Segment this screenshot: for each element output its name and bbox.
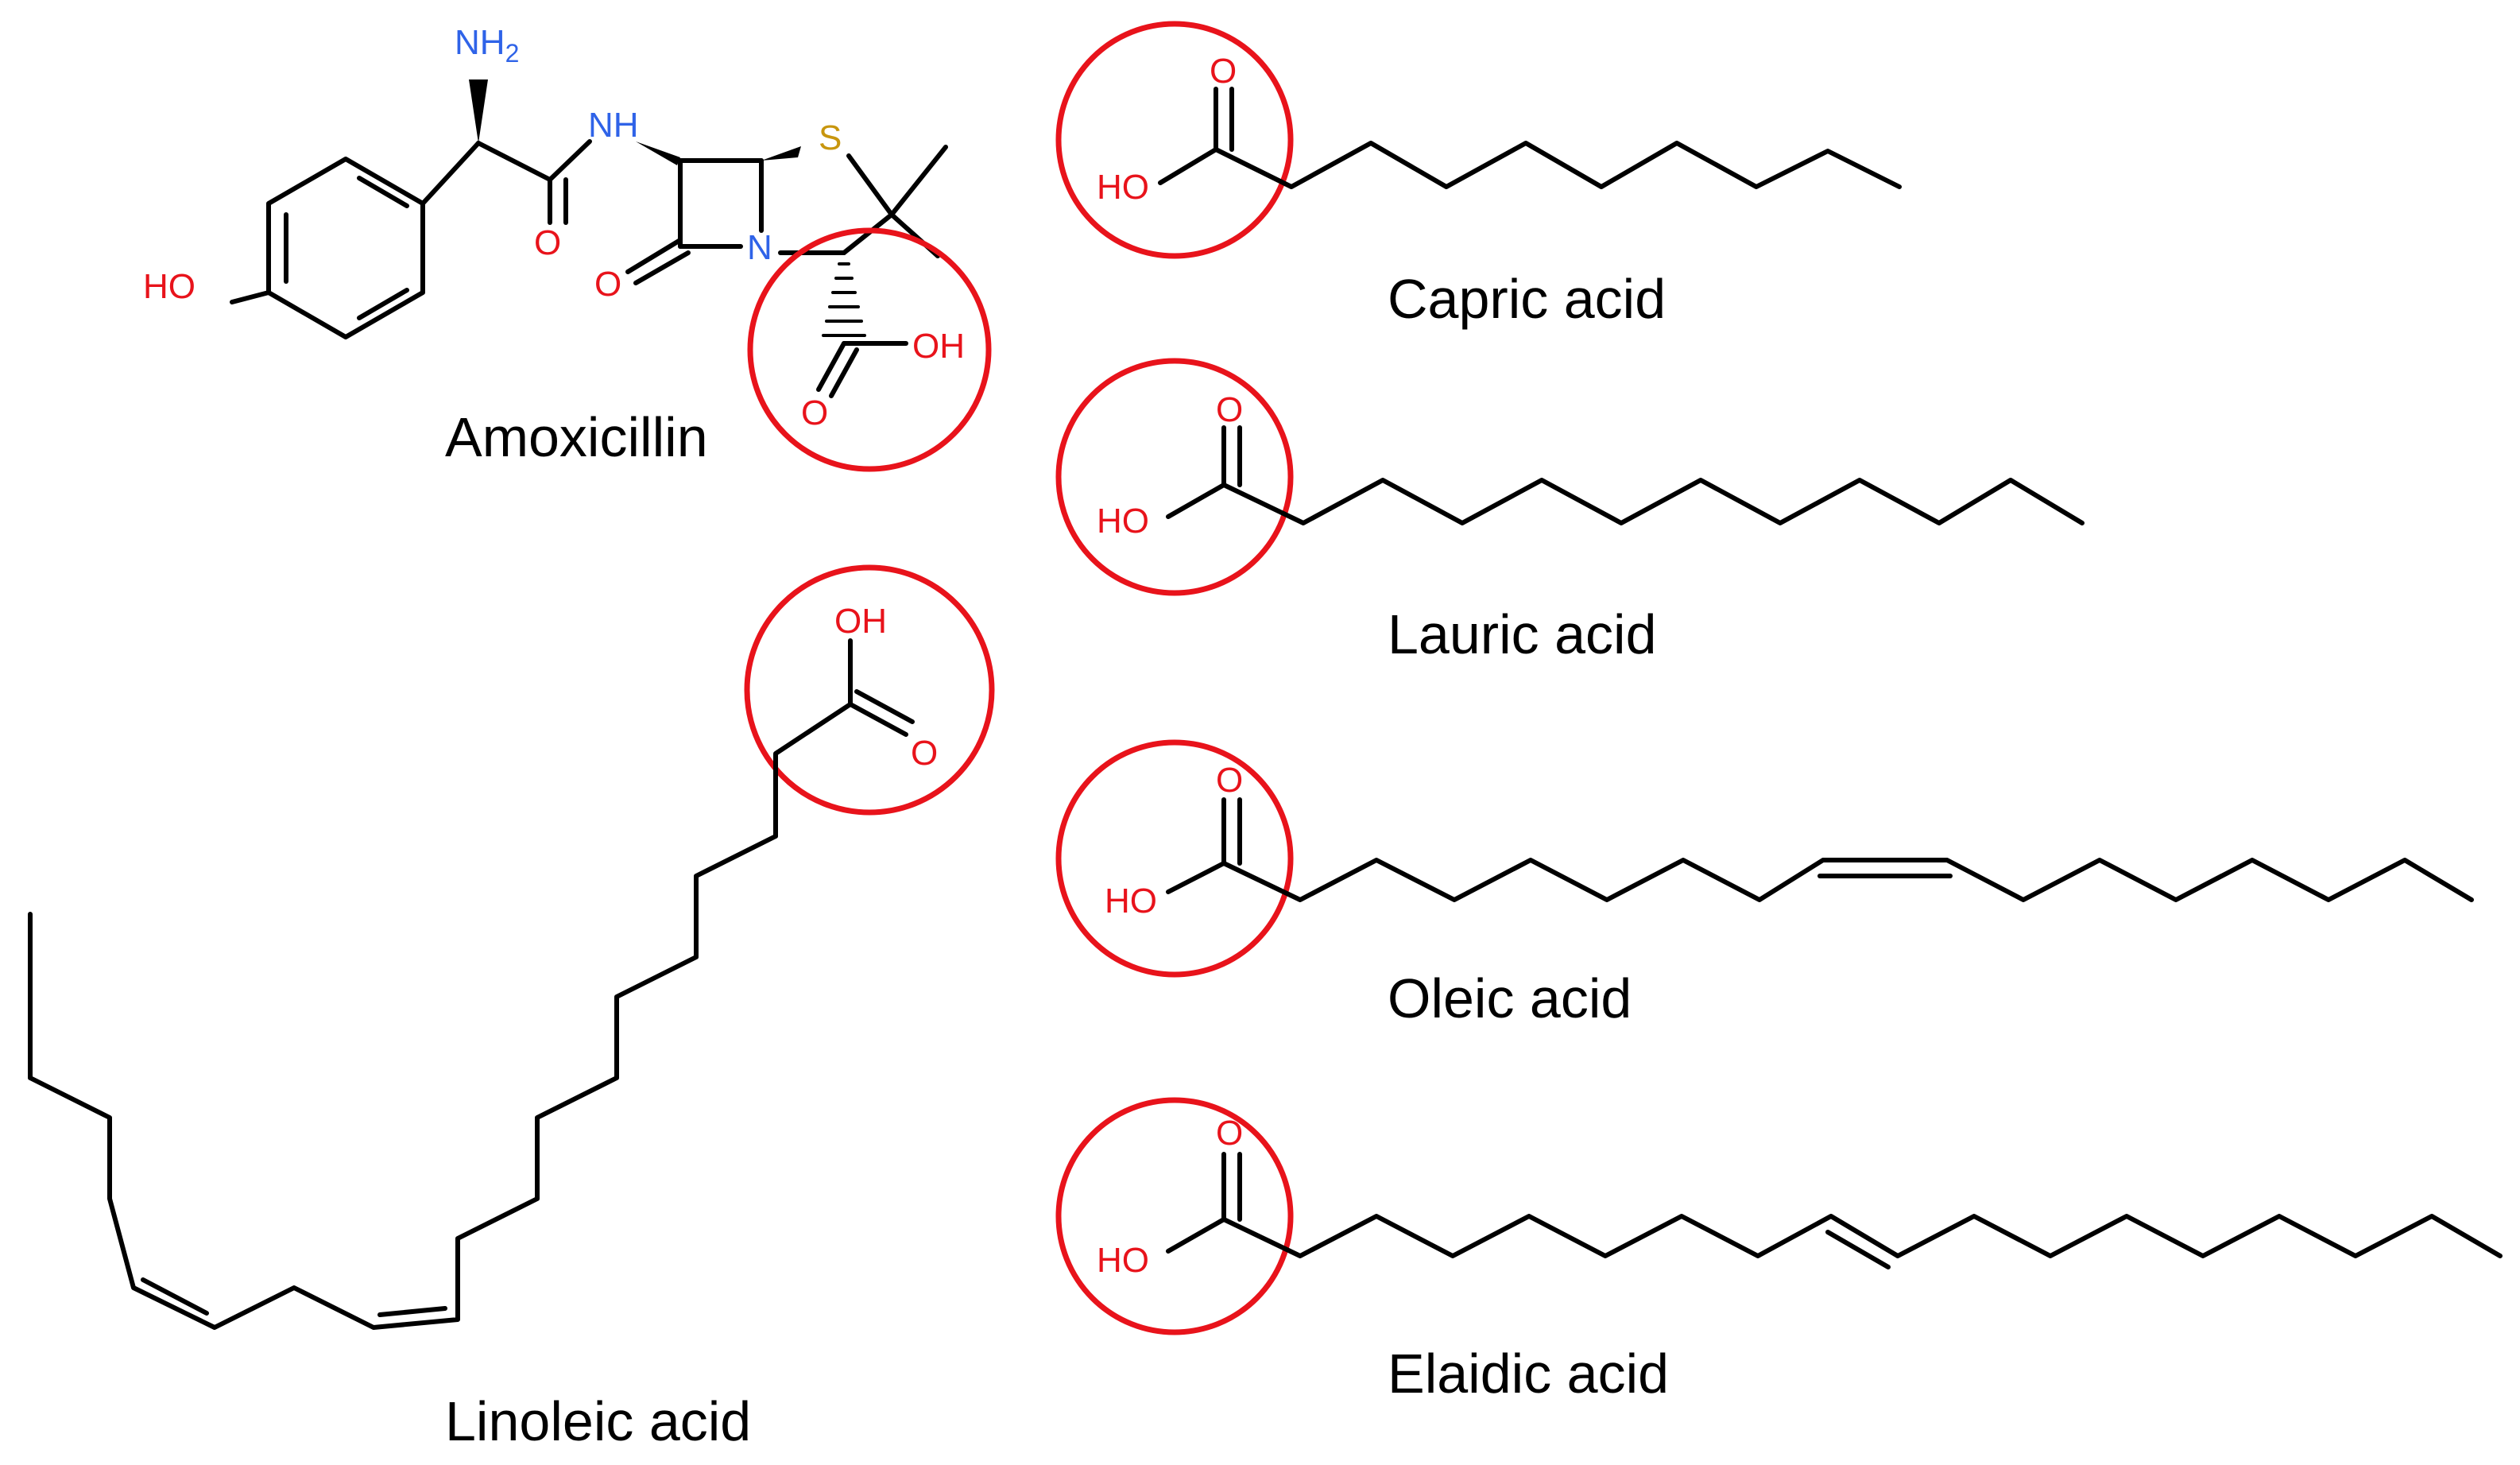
lactam-co-bond: [625, 238, 683, 274]
amoxicillin-carboxyl-highlight: [747, 227, 992, 472]
lauric-label: Lauric acid: [1388, 603, 1657, 665]
elaidic-trans-db: [1825, 1230, 1891, 1269]
amine-label: NH2: [455, 23, 519, 68]
linoleic-cis-db-1: [377, 1306, 447, 1317]
linoleic-carboxyl-highlight: [744, 564, 995, 816]
alpha-to-carbonyl-bond: [476, 141, 552, 182]
amoxicillin-label: Amoxicillin: [445, 406, 708, 468]
oleic-label: Oleic acid: [1388, 967, 1632, 1029]
ring-inner-bond: [357, 288, 409, 320]
carbonyl-to-n-bond: [548, 139, 592, 182]
capric-acid-structure: O HO Capric acid: [1055, 21, 1902, 330]
lactam-co-bond-2: [633, 250, 691, 285]
oleic-oh-bond: [1166, 861, 1226, 894]
carboxyl-co-bond-2: [829, 347, 859, 398]
amox-o-label: O: [801, 393, 828, 432]
linoleic-acid-structure: OH O Linoleic acid: [28, 564, 995, 1452]
linoleic-co-bond-2: [854, 689, 915, 724]
elaidic-label: Elaidic acid: [1388, 1343, 1669, 1405]
capric-label: Capric acid: [1388, 268, 1666, 330]
elaidic-oh-bond: [1166, 1217, 1226, 1254]
lauric-chain: [1221, 478, 2085, 525]
elaidic-chain: [1221, 1214, 2503, 1258]
linoleic-label: Linoleic acid: [445, 1390, 751, 1452]
methyl-bond: [889, 145, 948, 217]
lauric-carboxyl-highlight: [1055, 358, 1294, 596]
capric-chain: [1214, 141, 1902, 189]
oleic-carboxyl-highlight: [1055, 739, 1294, 978]
alpha-wedge-bond: [469, 79, 488, 143]
linoleic-co-bond: [848, 702, 908, 737]
elaidic-o-label: O: [1216, 1114, 1243, 1153]
sulfur-label: S: [819, 118, 842, 157]
capric-oh-label: HO: [1097, 168, 1149, 207]
ring-to-oh-bond: [230, 290, 271, 304]
amox-oh-label: OH: [912, 327, 965, 366]
oleic-o-label: O: [1216, 761, 1243, 800]
lauric-oh-label: HO: [1097, 502, 1149, 541]
elaidic-oh-label: HO: [1097, 1241, 1149, 1280]
thiazolidine-bond: [846, 153, 894, 217]
linoleic-oh-label: OH: [834, 602, 887, 641]
capric-o-label: O: [1210, 52, 1237, 91]
linoleic-chain: [28, 702, 853, 1330]
linoleic-cis-db-2: [141, 1277, 209, 1316]
amide-nh-label: NH: [588, 106, 639, 145]
thiazolidine-bond: [842, 212, 894, 255]
capric-carboxyl-highlight: [1055, 21, 1294, 259]
elaidic-carboxyl-highlight: [1055, 1097, 1294, 1335]
ring-to-alpha-bond: [420, 141, 481, 206]
carboxyl-co-bond: [816, 341, 846, 392]
capric-oh-bond: [1158, 147, 1218, 185]
h-wedge-bond: [761, 146, 801, 161]
lauric-oh-bond: [1166, 483, 1226, 519]
amoxicillin-structure: HO NH2 O NH O N S: [143, 23, 992, 472]
elaidic-acid-structure: O HO Elaidic acid: [1055, 1097, 2503, 1405]
lauric-acid-structure: O HO Lauric acid: [1055, 358, 2085, 665]
oleic-acid-structure: O HO Oleic acid: [1055, 739, 2474, 1029]
lactam-o-label: O: [594, 265, 621, 304]
amide-o-label: O: [534, 223, 561, 262]
hashed-bond: [822, 262, 866, 337]
phenol-ring: [266, 157, 425, 339]
linoleic-o-label: O: [911, 734, 938, 773]
phenol-oh-label: HO: [143, 267, 195, 306]
oleic-chain: [1221, 858, 2474, 902]
lactam-n-label: N: [747, 228, 772, 267]
lauric-o-label: O: [1216, 390, 1243, 429]
oleic-oh-label: HO: [1105, 882, 1157, 920]
n-wedge-bond: [636, 141, 680, 165]
ring-inner-bond: [357, 176, 409, 208]
